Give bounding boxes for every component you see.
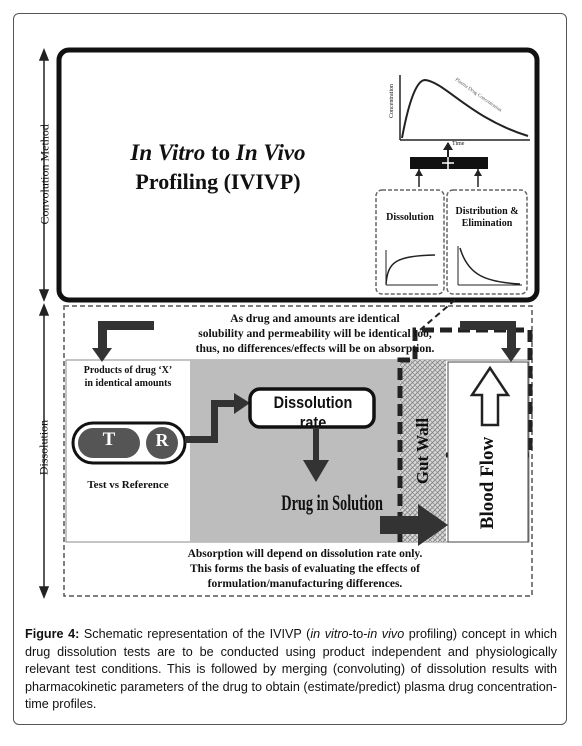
convolution-method-label: Convolution Method — [37, 124, 52, 225]
pill-r-label: R — [155, 430, 169, 450]
dissolution-rate-box — [248, 387, 376, 429]
drug-in-solution-label: Drug in Solution — [281, 490, 383, 515]
elimination-mini-curve — [459, 247, 521, 285]
title-profiling: Profiling (IVIVP) — [135, 169, 301, 194]
left-elbow-arrow — [92, 321, 154, 362]
figure-frame — [13, 13, 567, 725]
title-to: to — [210, 140, 231, 165]
absorption-dashed-route — [397, 327, 533, 542]
distribution-line2: Elimination — [461, 218, 513, 229]
absorption-note: Absorption will depend on dissolution ra… — [105, 547, 505, 592]
caption-part3: profiling) concept in which drug dissolu… — [25, 627, 557, 711]
dissolution-rate-label: Dissolution rate — [273, 393, 353, 432]
pill-t-label: T — [102, 429, 116, 450]
products-line1: Products of drug ‘X’ — [83, 365, 173, 376]
rate-to-solution-arrow — [303, 427, 329, 482]
merge-plus — [410, 142, 488, 187]
note-bottom-line3: formulation/manufacturing differences. — [207, 578, 403, 590]
note-bottom-line1: Absorption will depend on dissolution ra… — [187, 548, 423, 560]
absorption-arrow — [380, 504, 448, 546]
caption-part1: Schematic representation of the IVIVP ( — [79, 627, 311, 641]
caption-in-vivo: in vivo — [367, 627, 405, 641]
test-reference-pill — [71, 421, 187, 465]
products-line2: in identical amounts — [84, 378, 172, 389]
test-vs-reference-label: Test vs Reference — [87, 479, 169, 491]
dissolution-region — [63, 305, 533, 597]
mini-concentration-chart — [399, 75, 530, 141]
dissolution-mini-box — [375, 189, 445, 295]
distribution-line1: Distribution & — [455, 206, 519, 217]
dissolution-mini-curve — [385, 254, 436, 285]
pill-to-rate-arrow — [185, 393, 250, 443]
caption-figure-number: Figure 4: — [25, 627, 80, 641]
products-label: Products of drug ‘X’ in identical amount… — [66, 364, 190, 390]
note-top-line3: thus, no differences/effects will be on … — [195, 343, 435, 355]
note-top-line1: As drug and amounts are identical — [230, 313, 400, 325]
title-in-vivo: In Vivo — [235, 140, 306, 165]
ivivp-title: In Vitro to In Vivo Profiling (IVIVP) — [88, 138, 348, 196]
title-in-vitro: In Vitro — [130, 140, 206, 165]
dissolution-side-arrow — [38, 302, 50, 600]
note-top-line2: solubility and permeability will be iden… — [198, 328, 432, 340]
right-elbow-arrow — [460, 321, 521, 362]
mini-chart-ylabel: Concentration — [389, 84, 395, 118]
gut-wall-label: Gut Wall — [413, 417, 432, 485]
figure-caption: Figure 4: Schematic representation of th… — [25, 626, 557, 714]
mini-chart-xlabel: Time — [452, 141, 465, 147]
blood-flow-label: Blood Flow — [477, 436, 498, 530]
identical-drug-note: As drug and amounts are identical solubi… — [150, 312, 480, 357]
note-bottom-line2: This forms the basis of evaluating the e… — [190, 563, 420, 575]
dissolution-box-label: Dissolution — [386, 212, 434, 223]
dissolution-side-label: Dissolution — [36, 419, 51, 476]
distribution-box-label: Distribution & Elimination — [447, 206, 527, 230]
caption-in-vitro: in vitro — [310, 627, 349, 641]
distribution-mini-box — [446, 189, 528, 295]
blood-flow-up-arrow — [469, 365, 511, 427]
convolution-side-arrow — [38, 47, 50, 303]
caption-part2: -to- — [348, 627, 368, 641]
